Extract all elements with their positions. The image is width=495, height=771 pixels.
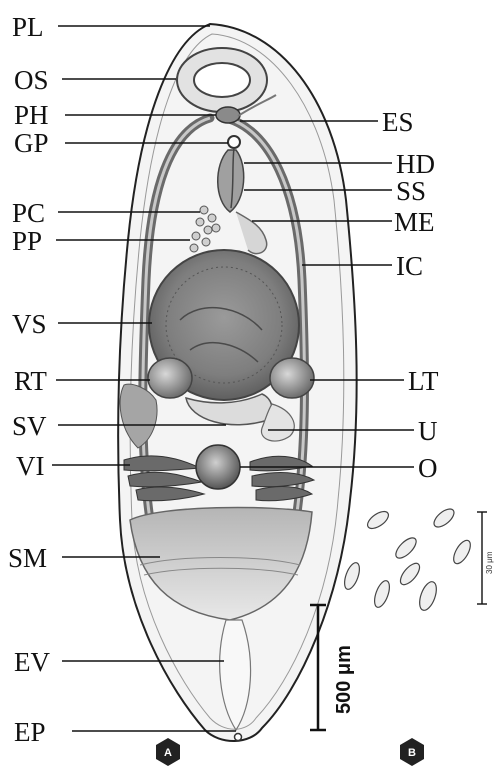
label-sm: SM <box>8 543 47 573</box>
label-pl: PL <box>12 12 44 42</box>
labels-left: PL OS PH GP PC PP VS RT SV VI SM EV EP <box>8 12 50 747</box>
egg <box>342 561 363 591</box>
label-ic: IC <box>396 251 423 281</box>
scale-bar-main-label: 500 μm <box>333 645 355 714</box>
label-lt: LT <box>408 366 439 396</box>
egg <box>416 580 439 613</box>
label-hd: HD <box>396 149 435 179</box>
panel-b-badge: B <box>400 738 424 766</box>
scale-bar-eggs: 30 μm <box>477 512 494 604</box>
egg <box>372 579 393 609</box>
label-ss: SS <box>396 176 426 206</box>
label-ev: EV <box>14 647 50 677</box>
scale-bar-eggs-label: 30 μm <box>485 551 494 574</box>
egg <box>365 508 392 532</box>
egg <box>393 535 420 562</box>
label-pp: PP <box>12 226 42 256</box>
label-os: OS <box>14 65 49 95</box>
scale-bar-main: 500 μm <box>310 605 355 730</box>
label-me: ME <box>394 207 435 237</box>
egg <box>450 538 473 567</box>
label-vi: VI <box>16 451 45 481</box>
label-sv: SV <box>12 411 47 441</box>
panel-a-label: A <box>164 747 172 759</box>
pharynx <box>216 107 240 123</box>
label-es: ES <box>382 107 414 137</box>
label-o: O <box>418 453 438 483</box>
label-ph: PH <box>14 100 49 130</box>
left-testis <box>270 358 314 398</box>
label-rt: RT <box>14 366 47 396</box>
panel-b-label: B <box>408 747 416 759</box>
egg <box>431 506 457 531</box>
label-gp: GP <box>14 128 49 158</box>
genital-pore <box>228 136 240 148</box>
label-u: U <box>418 416 438 446</box>
oral-sucker-opening <box>194 63 250 97</box>
label-vs: VS <box>12 309 47 339</box>
label-pc: PC <box>12 198 45 228</box>
label-ep: EP <box>14 717 46 747</box>
panel-a-badge: A <box>156 738 180 766</box>
eggs <box>342 506 474 613</box>
ovary <box>196 445 240 489</box>
right-testis <box>148 358 192 398</box>
egg <box>397 560 423 588</box>
excretory-pore <box>235 734 242 741</box>
